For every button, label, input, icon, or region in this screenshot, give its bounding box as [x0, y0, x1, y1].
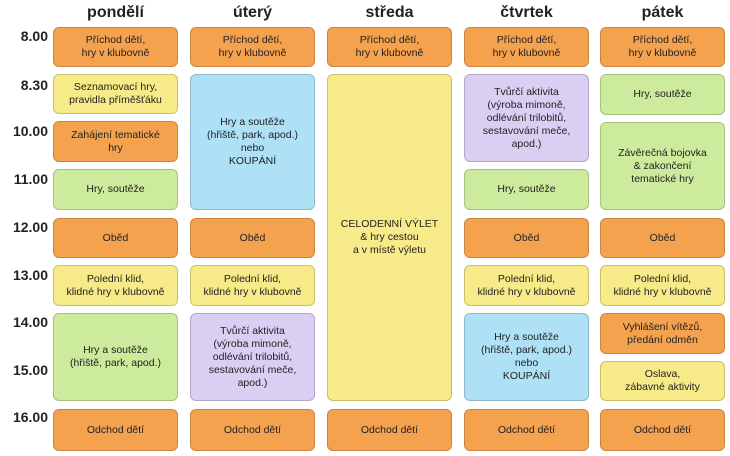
day-header-thursday: čtvrtek	[500, 4, 553, 21]
friday-lunch: Oběd	[600, 218, 725, 258]
time-label: 13.00	[12, 267, 48, 283]
tuesday-departure: Odchod dětí	[190, 409, 315, 451]
time-label: 11.00	[13, 171, 48, 187]
time-label: 14.00	[12, 314, 48, 330]
tuesday-lunch: Oběd	[190, 218, 315, 258]
monday-departure: Odchod dětí	[53, 409, 178, 451]
time-label: 12.00	[12, 219, 48, 235]
tuesday-arrival: Příchod dětí, hry v klubovně	[190, 27, 315, 67]
friday-final-fight: Závěrečná bojovka & zakončení tematické …	[600, 122, 725, 210]
thursday-departure: Odchod dětí	[464, 409, 589, 451]
day-header-tuesday: úterý	[232, 4, 273, 21]
friday-games: Hry, soutěže	[600, 74, 725, 115]
thursday-games: Hry, soutěže	[464, 169, 589, 210]
time-label: 16.00	[12, 409, 48, 425]
time-label: 8.30	[20, 77, 48, 93]
friday-awards: Vyhlášení vítězů, předání odměn	[600, 313, 725, 354]
monday-intro-games: Seznamovací hry, pravidla příměšťáku	[53, 74, 178, 114]
monday-afternoon: Hry a soutěže (hřiště, park, apod.)	[53, 313, 178, 401]
wednesday-arrival: Příchod dětí, hry v klubovně	[327, 27, 452, 67]
day-header-monday: pondělí	[87, 4, 144, 21]
monday-games: Hry, soutěže	[53, 169, 178, 210]
monday-theme-start: Zahájení tematické hry	[53, 121, 178, 162]
friday-arrival: Příchod dětí, hry v klubovně	[600, 27, 725, 67]
monday-lunch: Oběd	[53, 218, 178, 258]
wednesday-departure: Odchod dětí	[327, 409, 452, 451]
thursday-creative: Tvůrčí aktivita (výroba mimoně, odlévání…	[464, 74, 589, 162]
monday-arrival: Příchod dětí, hry v klubovně	[53, 27, 178, 67]
day-header-wednesday: středa	[365, 4, 414, 21]
thursday-rest: Polední klid, klidné hry v klubovně	[464, 265, 589, 306]
thursday-arrival: Příchod dětí, hry v klubovně	[464, 27, 589, 67]
monday-rest: Polední klid, klidné hry v klubovně	[53, 265, 178, 306]
friday-rest: Polední klid, klidné hry v klubovně	[600, 265, 725, 306]
day-header-friday: pátek	[641, 4, 684, 21]
time-label: 15.00	[12, 362, 48, 378]
thursday-lunch: Oběd	[464, 218, 589, 258]
friday-party: Oslava, zábavné aktivity	[600, 361, 725, 401]
time-label: 8.00	[20, 28, 48, 44]
time-label: 10.00	[12, 123, 48, 139]
wednesday-trip: CELODENNÍ VÝLET & hry cestou a v místě v…	[327, 74, 452, 401]
friday-departure: Odchod dětí	[600, 409, 725, 451]
tuesday-afternoon: Tvůrčí aktivita (výroba mimoně, odlévání…	[190, 313, 315, 401]
tuesday-rest: Polední klid, klidné hry v klubovně	[190, 265, 315, 306]
tuesday-morning: Hry a soutěže (hřiště, park, apod.) nebo…	[190, 74, 315, 210]
thursday-afternoon: Hry a soutěže (hřiště, park, apod.) nebo…	[464, 313, 589, 401]
